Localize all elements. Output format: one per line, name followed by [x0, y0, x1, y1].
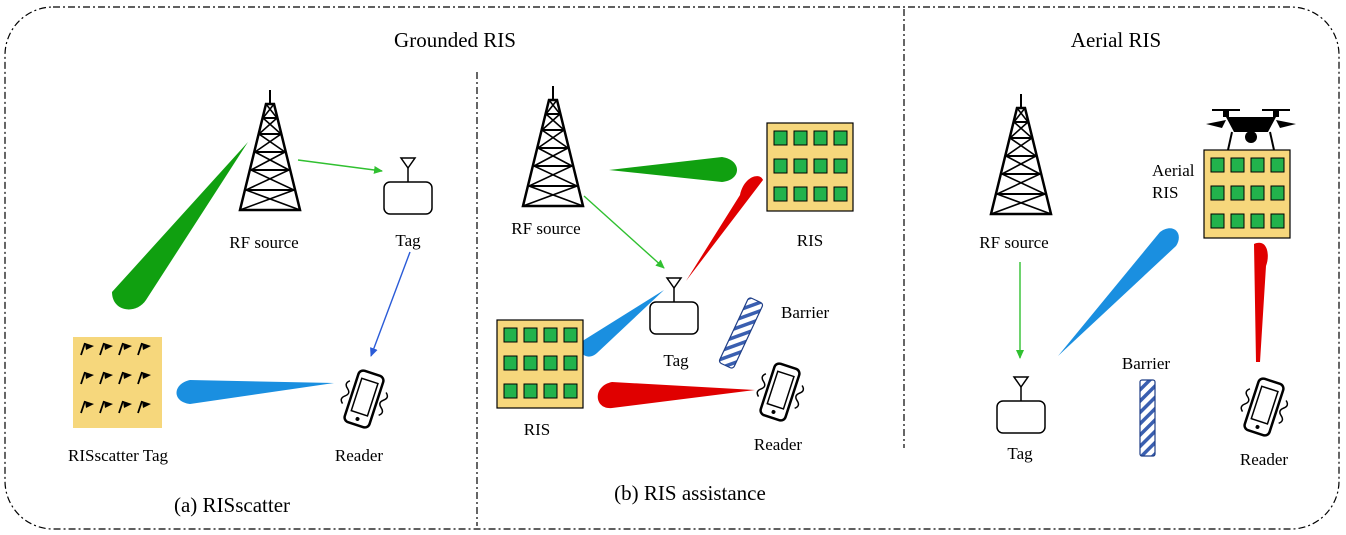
risscatter-tag-label: RISscatter Tag	[68, 446, 168, 465]
red-beam-b-top	[686, 176, 763, 281]
arrow-tag-to-reader-a	[370, 251, 411, 357]
tower-icon	[989, 92, 1053, 216]
phone-icon	[333, 365, 395, 433]
barrier-label-c: Barrier	[1122, 354, 1170, 373]
tag-icon	[996, 376, 1046, 434]
reader-label-b: Reader	[754, 435, 802, 454]
tag-icon	[649, 277, 699, 335]
tag-label-b: Tag	[663, 351, 689, 370]
panel-c: RF source Tag Aerial RIS Barrier Reader	[979, 92, 1296, 469]
ris-label-top: RIS	[797, 231, 823, 250]
aerial-ris-label-line2: RIS	[1152, 183, 1178, 202]
tower-icon	[521, 84, 585, 208]
aerial-ris-title: Aerial RIS	[1071, 28, 1161, 52]
rf-source-label-c: RF source	[979, 233, 1048, 252]
panel-a: RF source Tag RISscatter Tag Reader (a) …	[68, 88, 433, 517]
ris-panel-icon	[496, 319, 584, 409]
rf-source-label-b: RF source	[511, 219, 580, 238]
blue-beam-a	[176, 380, 334, 404]
arrow-source-to-tag-b	[583, 195, 665, 269]
drone-icon	[1206, 109, 1296, 151]
green-beam-a	[112, 142, 248, 310]
reader-label-c: Reader	[1240, 450, 1288, 469]
blue-beam-c	[1058, 228, 1179, 356]
green-beam-b	[609, 157, 737, 182]
grounded-ris-title: Grounded RIS	[394, 28, 516, 52]
outer-frame	[4, 6, 1340, 530]
phone-icon	[749, 358, 811, 426]
rf-source-label-a: RF source	[229, 233, 298, 252]
risscatter-tag-icon	[73, 337, 162, 428]
barrier-label-b: Barrier	[781, 303, 829, 322]
caption-a: (a) RISscatter	[174, 493, 290, 517]
reader-label-a: Reader	[335, 446, 383, 465]
ris-label-bottom: RIS	[524, 420, 550, 439]
barrier-icon	[718, 297, 764, 369]
blue-beam-b	[580, 290, 664, 357]
tag-icon	[383, 157, 433, 215]
barrier-icon	[1139, 379, 1156, 457]
aerial-ris-label-line1: Aerial	[1152, 161, 1195, 180]
arrow-source-to-tag-a	[297, 159, 383, 174]
panel-b: RF source RIS Tag RIS Barrier Reader (b)…	[496, 84, 854, 505]
red-beam-c	[1254, 242, 1268, 362]
red-beam-b-bottom	[597, 382, 755, 409]
tower-icon	[238, 88, 302, 212]
caption-b: (b) RIS assistance	[614, 481, 766, 505]
ris-panel-icon	[1203, 149, 1291, 239]
tag-label-c: Tag	[1007, 444, 1033, 463]
tag-label-a: Tag	[395, 231, 421, 250]
ris-panel-icon	[766, 122, 854, 212]
phone-icon	[1233, 373, 1295, 441]
